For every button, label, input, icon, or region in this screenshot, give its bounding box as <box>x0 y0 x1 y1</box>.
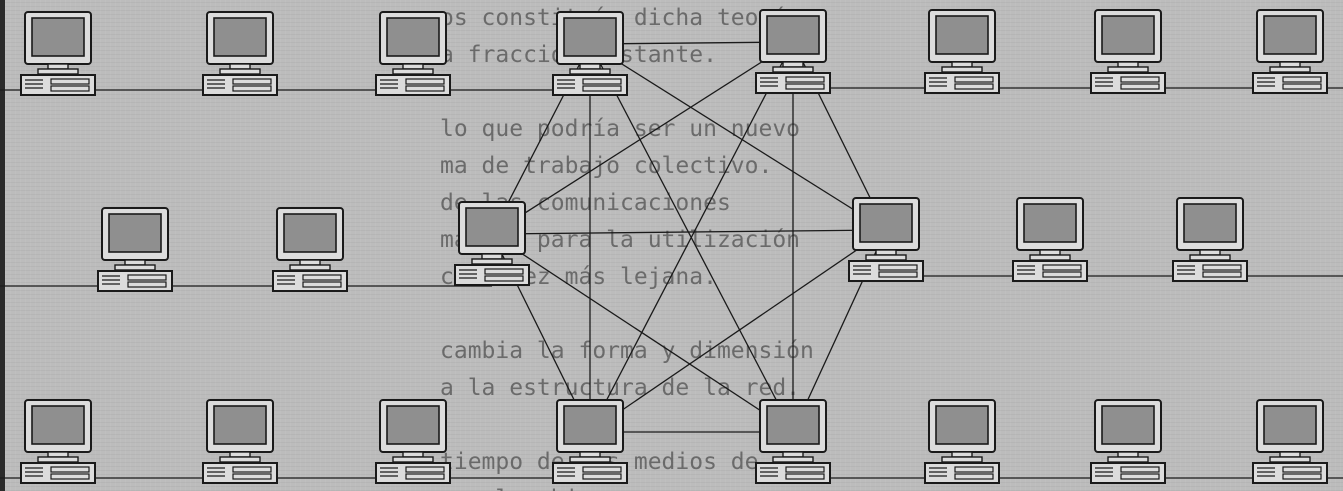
computer-workstation-icon <box>756 10 830 93</box>
computer-workstation-icon <box>376 400 450 483</box>
computer-workstation-icon <box>925 10 999 93</box>
computer-workstation-icon <box>849 198 923 281</box>
computer-workstation-icon <box>376 12 450 95</box>
computers <box>21 10 1327 483</box>
computer-workstation-icon <box>21 400 95 483</box>
computer-workstation-icon <box>1013 198 1087 281</box>
computer-workstation-icon <box>1091 10 1165 93</box>
computer-workstation-icon <box>1253 10 1327 93</box>
computer-workstation-icon <box>553 400 627 483</box>
computer-workstation-icon <box>925 400 999 483</box>
mesh-links <box>492 42 886 432</box>
computer-workstation-icon <box>203 400 277 483</box>
computer-workstation-icon <box>1173 198 1247 281</box>
computer-workstation-icon <box>1253 400 1327 483</box>
mesh-link-hub-c-hub-e <box>590 230 886 432</box>
computer-workstation-icon <box>1091 400 1165 483</box>
computer-workstation-icon <box>203 12 277 95</box>
mesh-link-hub-b-hub-f <box>492 42 793 234</box>
computer-workstation-icon <box>21 12 95 95</box>
computer-workstation-icon <box>756 400 830 483</box>
computer-workstation-icon <box>553 12 627 95</box>
mesh-link-hub-d-hub-f <box>492 234 793 432</box>
computer-workstation-icon <box>455 202 529 285</box>
computer-workstation-icon <box>98 208 172 291</box>
computer-workstation-icon <box>273 208 347 291</box>
mesh-link-hub-a-hub-c <box>590 44 886 230</box>
